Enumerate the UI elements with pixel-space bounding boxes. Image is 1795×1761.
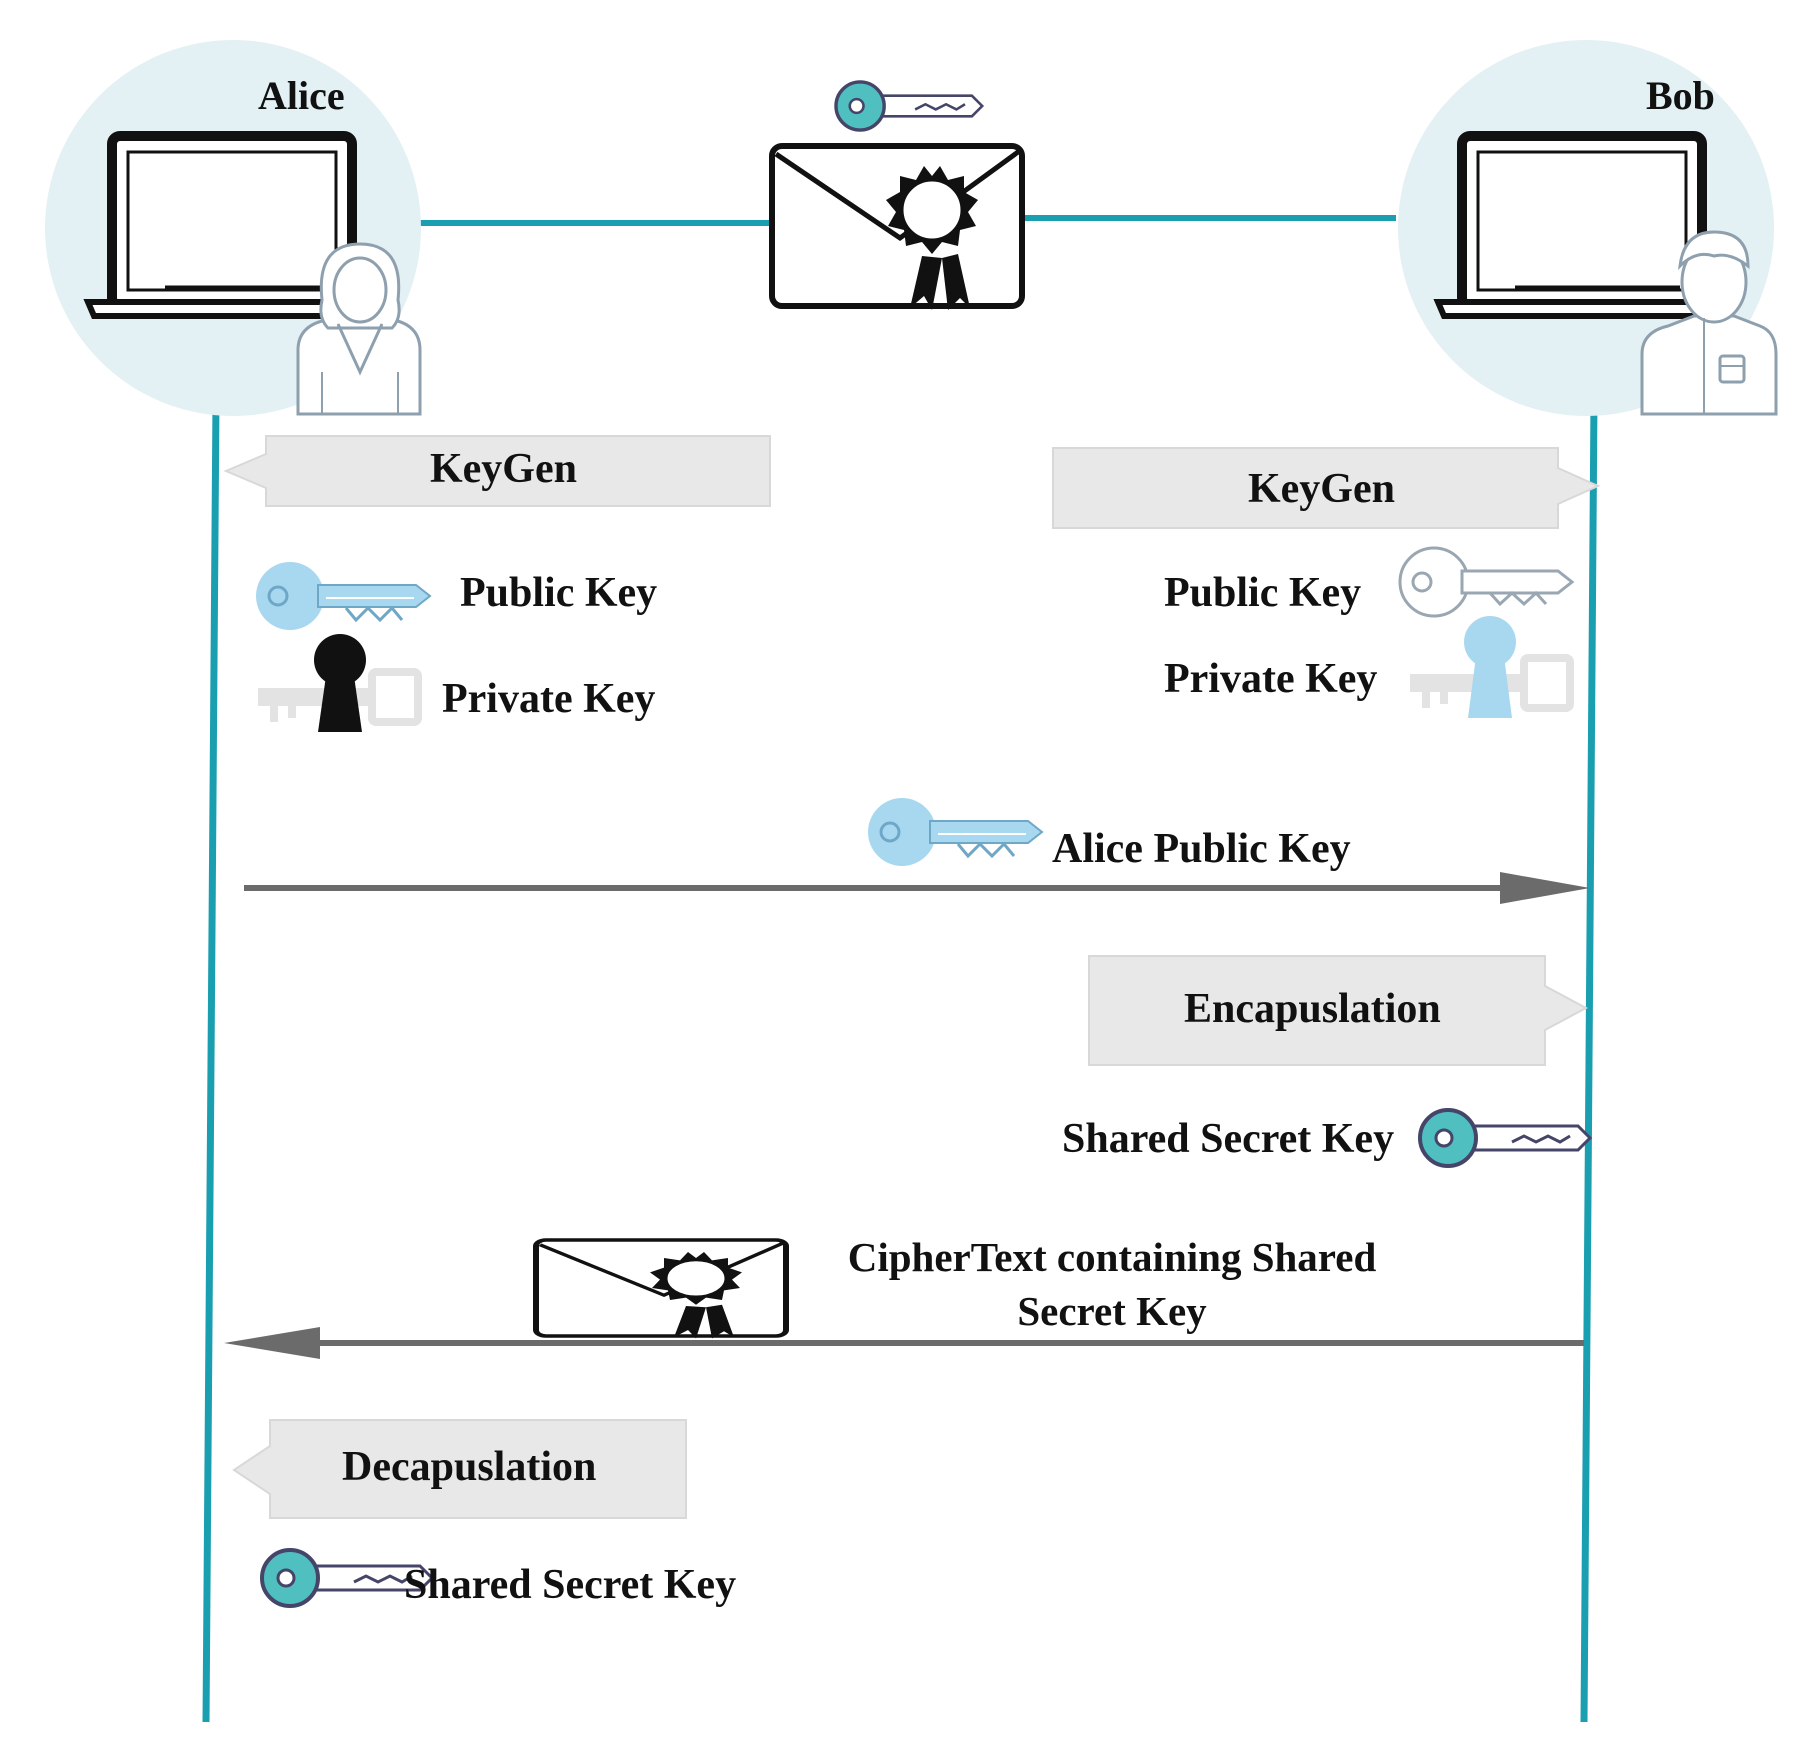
alice-public-key-label: Public Key (460, 570, 658, 616)
bob-name: Bob (1646, 73, 1715, 118)
alice-node (45, 40, 422, 416)
alice-private-key-label: Private Key (442, 676, 656, 722)
alice-shared-secret-key-label: Shared Secret Key (404, 1562, 737, 1608)
bob-encapsulation-box (1088, 955, 1589, 1066)
bob-keygen-box (1052, 447, 1601, 529)
alice-keygen-box (223, 435, 771, 507)
alice-private-key-icon (258, 634, 422, 732)
bob-shared-secret-key-icon (1418, 1108, 1592, 1168)
key-icon (834, 80, 984, 132)
bob-shared-secret-key-label: Shared Secret Key (1062, 1116, 1395, 1162)
sealed-envelope-icon (772, 146, 1022, 310)
bob-public-key-icon (1398, 546, 1574, 618)
bob-private-key-label: Private Key (1164, 656, 1378, 702)
alice-public-key-message-label: Alice Public Key (1052, 826, 1351, 872)
bob-node (1398, 40, 1778, 416)
bob-lifeline (1580, 399, 1598, 1723)
ciphertext-message-label: CipherText containing Shared Secret Key (847, 1234, 1377, 1334)
ciphertext-envelope-icon (536, 1240, 786, 1338)
alice-public-key-icon (254, 560, 432, 632)
bob-keygen-label: KeyGen (1248, 466, 1395, 512)
laptop-icon (83, 131, 371, 319)
alice-public-key-message-icon (866, 796, 1044, 868)
arrow-alice-to-bob (244, 872, 1590, 904)
bob-private-key-icon (1410, 616, 1574, 718)
woman-avatar-icon (296, 242, 422, 416)
bob-encapsulation-label: Encapuslation (1184, 986, 1441, 1032)
bob-public-key-label: Public Key (1164, 570, 1362, 616)
arrow-bob-to-alice (224, 1327, 1584, 1359)
laptop-icon (1433, 131, 1721, 319)
alice-decapsulation-label: Decapuslation (342, 1444, 597, 1490)
channel-line (400, 215, 1396, 226)
man-avatar-icon (1640, 230, 1778, 416)
alice-name: Alice (258, 73, 345, 118)
alice-decapsulation-box (232, 1419, 687, 1519)
alice-keygen-label: KeyGen (430, 446, 577, 492)
